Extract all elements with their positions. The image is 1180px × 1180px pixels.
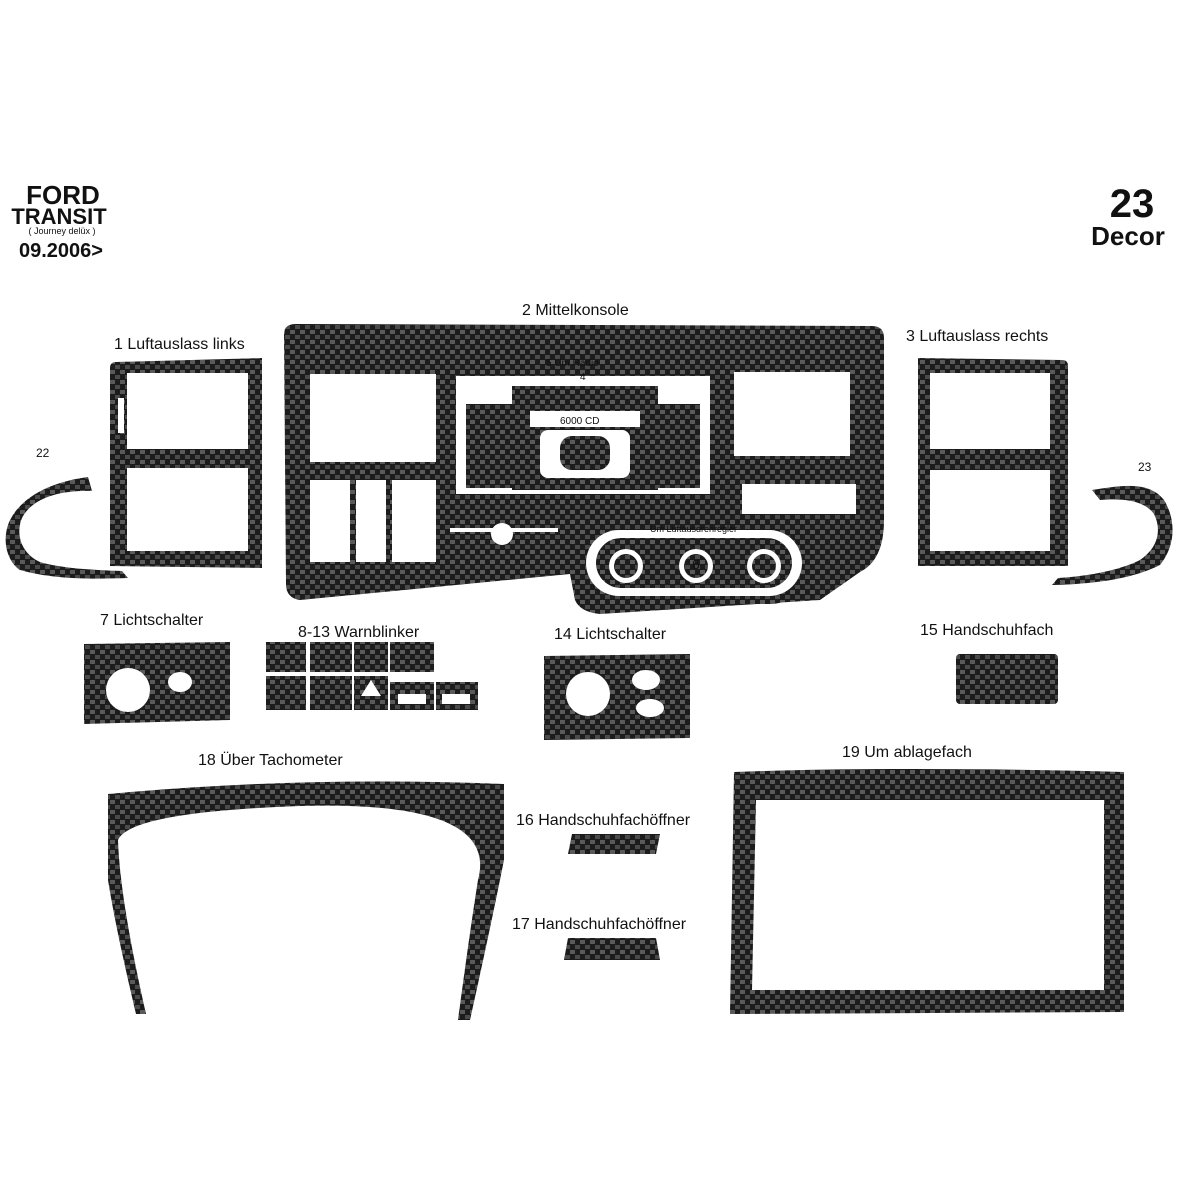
model-label: TRANSIT [11, 204, 107, 229]
part-1-air-vent-left [110, 358, 262, 568]
part-15-glovebox [956, 654, 1058, 704]
part-18-over-speedometer [108, 781, 504, 1020]
part-2-center-console [284, 324, 884, 614]
label-part-4: 4 [580, 372, 586, 383]
part-8-13-hazard-switches [266, 642, 478, 710]
label-part-7: 7 Lichtschalter [100, 612, 204, 629]
piece-count: 23 [1109, 182, 1155, 226]
label-part-15: 15 Handschuhfach [920, 622, 1054, 639]
part-3-air-vent-right [918, 358, 1068, 566]
finish-label: Decor [1091, 221, 1165, 251]
part-7-light-switch [84, 642, 230, 724]
label-part-23: 23 [1138, 460, 1152, 474]
label-part-22: 22 [36, 446, 50, 460]
part-23-right-trim [1052, 485, 1173, 585]
part-17-glovebox-opener [564, 938, 660, 960]
label-part-17: 17 Handschuhfachöffner [512, 916, 687, 933]
label-part-18: 18 Über Tachometer [198, 752, 343, 769]
part-14-light-switch [544, 654, 690, 740]
label-part-19: 19 Um ablagefach [842, 744, 972, 761]
label-part-1: 1 Luftauslass links [114, 336, 245, 353]
label-part-16: 16 Handschuhfachöffner [516, 812, 691, 829]
label-part-14: 14 Lichtschalter [554, 626, 667, 643]
label-part-3: 3 Luftauslass rechts [906, 328, 1049, 345]
make-label: FORD [26, 180, 100, 210]
label-part-6: 6 [692, 556, 700, 572]
label-part-5: 5 Um Radio [546, 358, 599, 369]
part-19-storage-surround [730, 769, 1124, 1014]
label-radio: 6000 CD [560, 416, 600, 427]
label-part-8-13: 8-13 Warnblinker [298, 624, 420, 641]
label-part-2: 2 Mittelkonsole [522, 302, 629, 319]
part-16-glovebox-opener [568, 834, 660, 854]
date-label: 09.2006> [19, 240, 103, 262]
variant-label: ( Journey delüx ) [28, 226, 96, 236]
label-part-6-caption: Um Luftausdrehregler [650, 524, 738, 534]
part-22-left-trim [5, 477, 128, 579]
